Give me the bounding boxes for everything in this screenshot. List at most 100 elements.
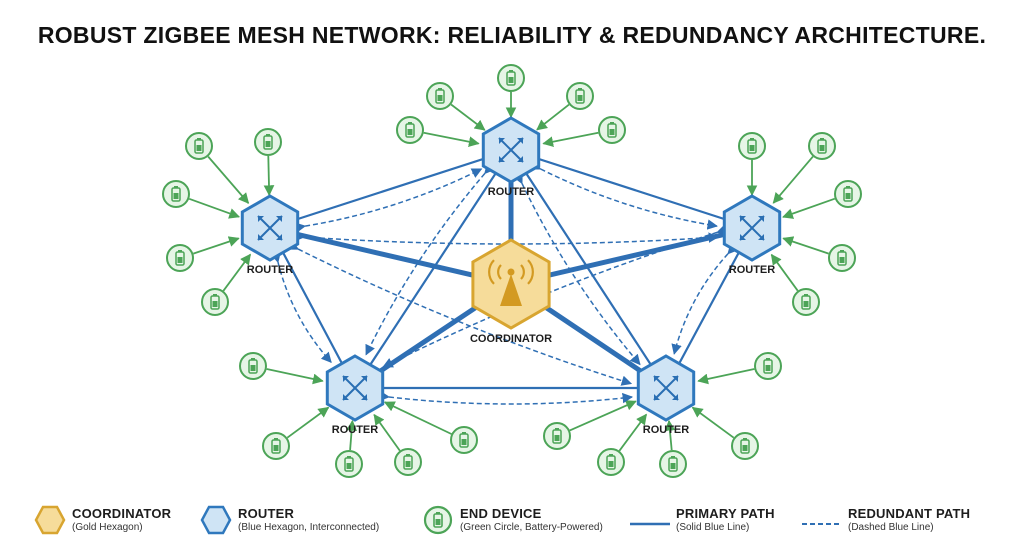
battery-icon (763, 358, 773, 374)
end-device-node (185, 132, 213, 160)
end-device-link (222, 253, 252, 292)
end-device-link (346, 419, 358, 451)
end-device-node (659, 450, 687, 478)
redundant-link-bottom-left-bottom-right (379, 390, 634, 405)
legend: COORDINATOR (Gold Hexagon) ROUTER (Blue … (0, 500, 1024, 550)
antenna-tower-icon (488, 259, 534, 306)
end-device-node (566, 82, 594, 110)
battery-icon (171, 186, 181, 202)
end-device-link (207, 156, 250, 204)
battery-icon (606, 454, 616, 470)
end-device-link (618, 413, 648, 452)
solid-line-icon (630, 522, 670, 526)
end-device-link (383, 401, 452, 435)
redundant-link-left-bottom-left (270, 251, 332, 363)
router-label: ROUTER (488, 186, 535, 198)
router-node-right: ROUTER (722, 194, 782, 276)
end-device-link (263, 155, 275, 197)
end-device-node (450, 426, 478, 454)
end-device-link (193, 236, 240, 255)
end-device-circle-icon (423, 505, 453, 535)
end-device-node (396, 116, 424, 144)
end-device-node (828, 244, 856, 272)
redundant-link-left-top (294, 168, 483, 233)
end-device-node (239, 352, 267, 380)
legend-end-device-subtitle: (Green Circle, Battery-Powered) (460, 522, 603, 533)
end-device-link (373, 413, 401, 452)
end-device-node (597, 448, 625, 476)
end-device-link (691, 406, 735, 439)
end-device-links (188, 92, 836, 452)
end-device-node (738, 132, 766, 160)
end-device-link (782, 197, 836, 219)
legend-coordinator-title: COORDINATOR (72, 506, 172, 521)
end-device-node (598, 116, 626, 144)
battery-icon (248, 358, 258, 374)
end-device-node (808, 132, 836, 160)
mesh-nodes: ROUTER ROUTER ROUTER ROUTER ROUTER COORDINATO… (240, 116, 782, 436)
end-device-node (335, 450, 363, 478)
battery-icon (801, 294, 811, 310)
coordinator-hexagon-icon (34, 505, 66, 535)
end-device-node (201, 288, 229, 316)
end-device-link (450, 103, 486, 131)
dashed-line-icon (802, 523, 842, 525)
end-device-node (394, 448, 422, 476)
redundant-link-top-bottom-left (365, 162, 495, 356)
legend-redundant-title: REDUNDANT PATH (848, 506, 971, 521)
router-label: ROUTER (247, 264, 294, 276)
router-label: ROUTER (332, 424, 379, 436)
end-device-link (569, 400, 637, 432)
battery-icon (210, 294, 220, 310)
end-device-link (266, 368, 324, 385)
end-device-node (792, 288, 820, 316)
four-arrows-icon (739, 215, 765, 241)
four-arrows-icon (342, 375, 368, 401)
legend-router-subtitle: (Blue Hexagon, Interconnected) (238, 522, 380, 533)
end-device-link (536, 103, 570, 131)
battery-icon (403, 454, 413, 470)
router-label: ROUTER (729, 264, 776, 276)
end-device-node (834, 180, 862, 208)
end-device-node (543, 422, 571, 450)
end-device-link (188, 197, 241, 219)
legend-primary-title: PRIMARY PATH (676, 506, 775, 521)
end-device-node (426, 82, 454, 110)
end-device-link (772, 156, 814, 204)
end-device-node (166, 244, 194, 272)
legend-primary-subtitle: (Solid Blue Line) (676, 522, 750, 533)
router-label: ROUTER (643, 424, 690, 436)
end-device-link (423, 131, 480, 148)
battery-icon (607, 122, 617, 138)
router-node-bottom-right: ROUTER (636, 354, 696, 436)
battery-icon (175, 250, 185, 266)
battery-icon (575, 88, 585, 104)
redundant-link-top-right (529, 160, 718, 230)
diagram-title: ROBUST ZIGBEE MESH NETWORK: RELIABILITY … (37, 22, 987, 48)
legend-redundant-subtitle: (Dashed Blue Line) (848, 522, 934, 533)
end-device-link (782, 236, 829, 255)
end-device-node (731, 432, 759, 460)
battery-icon (552, 428, 562, 444)
coordinator-label: COORDINATOR (470, 333, 552, 345)
battery-icon (837, 250, 847, 266)
four-arrows-icon (653, 375, 679, 401)
router-node-bottom-left: ROUTER (325, 354, 385, 436)
end-device-node (262, 432, 290, 460)
end-device-link (542, 131, 599, 148)
end-device-node (162, 180, 190, 208)
battery-icon (668, 456, 678, 472)
battery-icon (740, 438, 750, 454)
battery-icon (194, 138, 204, 154)
four-arrows-icon (498, 137, 524, 163)
battery-icon (405, 122, 415, 138)
end-device-link (664, 419, 676, 451)
router-node-top: ROUTER (481, 116, 541, 198)
end-device-node (497, 64, 525, 92)
router-hexagon-icon (200, 505, 232, 535)
battery-icon (271, 438, 281, 454)
battery-icon (747, 138, 757, 154)
legend-coordinator-subtitle: (Gold Hexagon) (72, 522, 143, 533)
end-device-node (254, 128, 282, 156)
